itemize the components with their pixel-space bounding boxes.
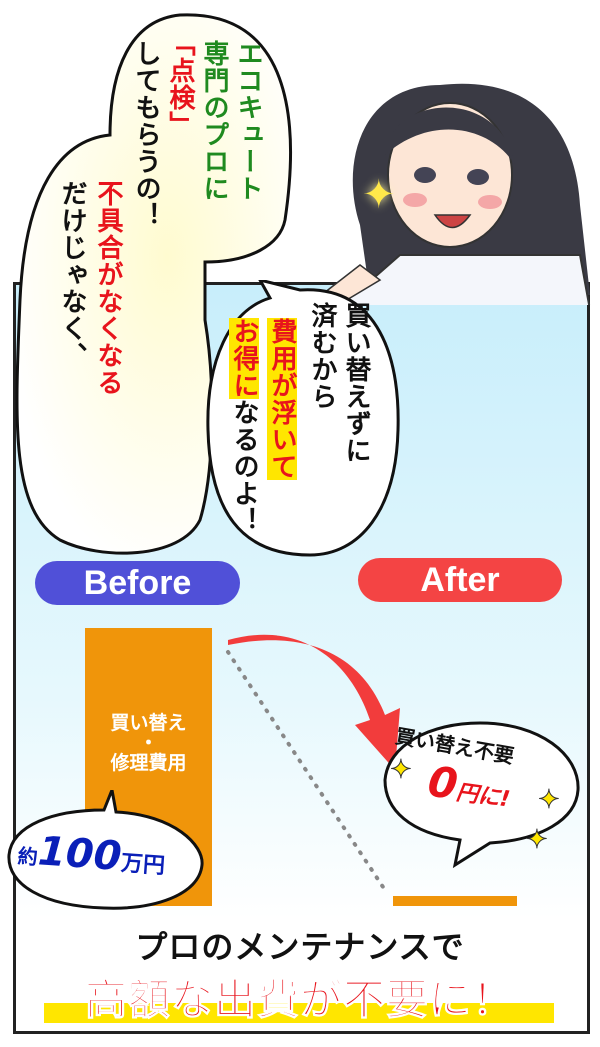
left-bubble-line-2: 専門のプロに [199, 40, 229, 202]
right-bubble-line-1: 買い替えずに [341, 302, 371, 464]
headline-line-1: プロのメンテナンスで [135, 928, 465, 966]
after-amount-bubble [383, 721, 580, 869]
left-bubble-line-3: 「点検」 [165, 30, 195, 138]
left-bubble-line-1: エコキュート [233, 40, 263, 202]
left-speech-bubble [15, 13, 292, 555]
headline-highlight [44, 1003, 554, 1023]
sparkle-icon: ✦ [390, 755, 413, 786]
right-bubble-rest: なるのよ！ [229, 399, 259, 534]
after-label: After [358, 558, 562, 602]
headline-line-2: 高額な出費が不要に！ [84, 975, 515, 1025]
bar-label-line-1: 買い替え [110, 712, 187, 734]
before-amount-bubble [7, 790, 204, 910]
bar-label-line-2: 修理費用 [110, 752, 187, 774]
right-bubble-line-2: 済むから [307, 302, 337, 410]
before-bar-label: 買い替え ・ 修理費用 [85, 710, 212, 776]
amount-value: 100 [36, 828, 124, 881]
right-bubble-highlight: お得に [229, 318, 259, 399]
sparkle-icon: ✦ [526, 825, 549, 856]
left-bubble-line-5: 不具合がなくなる [93, 180, 123, 396]
sparkle-icon: ✦ [362, 172, 396, 218]
amount-prefix: 約 [16, 843, 39, 870]
right-bubble-line-4: お得になるのよ！ [228, 318, 260, 534]
left-bubble-line-4: してもらうの！ [131, 40, 161, 229]
after-cost-bar [393, 896, 517, 906]
red-arrow-icon [228, 634, 400, 770]
amount-unit: 万円 [120, 851, 166, 880]
woman-character-illustration [303, 83, 591, 305]
left-bubble-line-6: だけじゃなく、 [57, 180, 87, 369]
trend-graphics [226, 634, 400, 892]
bar-label-separator: ・ [138, 732, 158, 754]
before-label: Before [35, 561, 240, 605]
right-bubble-line-3: 費用が浮いて [267, 318, 297, 480]
after-amount-unit: 円に! [454, 780, 512, 813]
dotted-trend-line [226, 650, 387, 892]
sparkle-icon: ✦ [538, 785, 561, 816]
